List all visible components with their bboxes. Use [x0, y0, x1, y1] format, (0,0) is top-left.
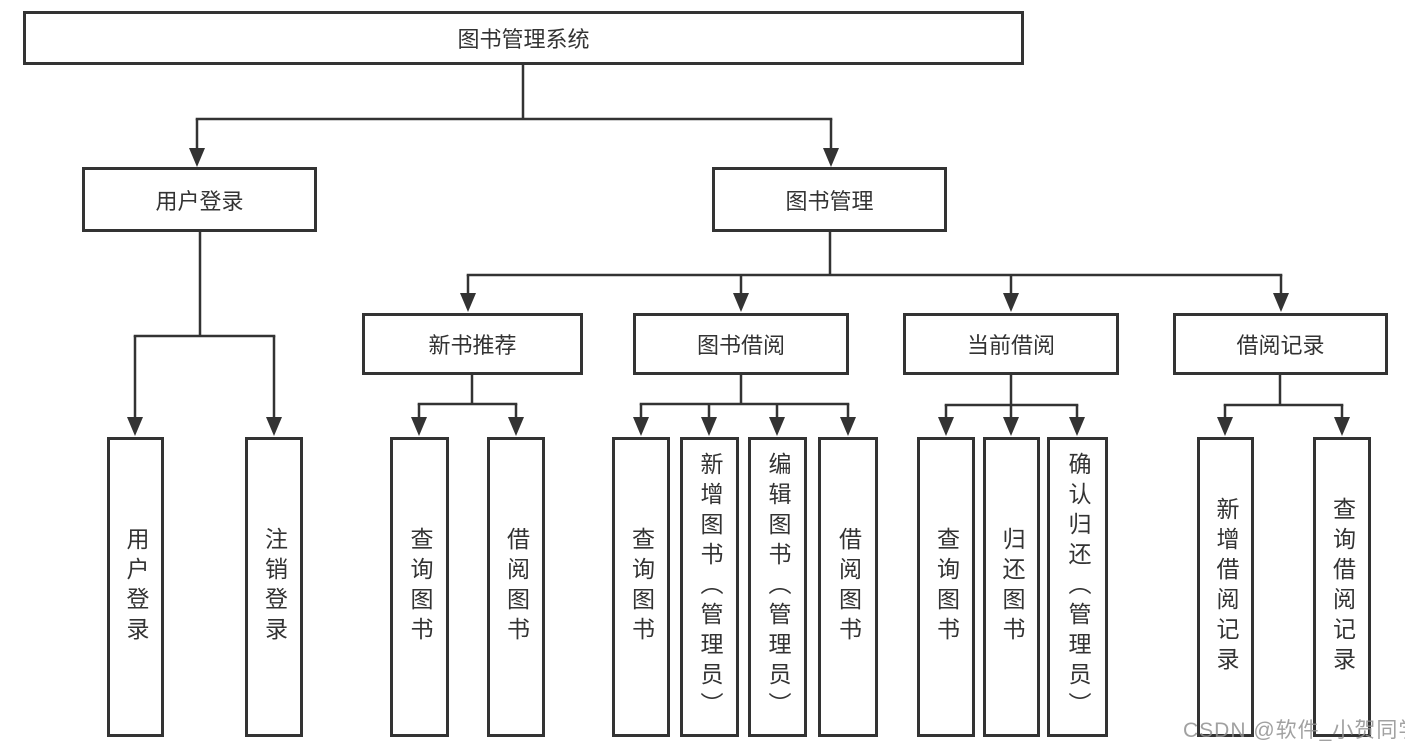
connector-new-books-split — [411, 374, 524, 436]
node-label: 新增借阅记录 — [1213, 497, 1239, 677]
leaf-add-books-admin: 新增图书（管理员） — [680, 437, 739, 737]
node-label: 新增图书（管理员） — [697, 452, 723, 722]
leaf-query-books-under-new-books: 查询图书 — [390, 437, 449, 737]
node-label: 图书管理 — [785, 188, 874, 214]
connector-current-borrow-split — [938, 374, 1085, 436]
connector-user-login-split — [127, 231, 282, 436]
leaf-query-books-under-book-borrowing: 查询图书 — [612, 437, 670, 737]
node-label: 当前借阅 — [966, 333, 1055, 358]
node-label: 图书借阅 — [696, 333, 785, 358]
connector-book-borrow-split — [633, 374, 856, 436]
node-book-borrowing: 图书借阅 — [633, 313, 849, 375]
node-label: 借阅记录 — [1236, 333, 1325, 358]
node-label: 借阅图书 — [503, 527, 530, 647]
connector-root-split — [189, 64, 839, 167]
node-label: 用户登录 — [155, 188, 244, 214]
node-label: 新书推荐 — [428, 333, 517, 358]
node-label: 查询图书 — [407, 527, 433, 647]
leaf-borrow-books-under-book-borrowing: 借阅图书 — [818, 437, 878, 737]
node-label: 查询借阅记录 — [1329, 497, 1356, 677]
node-label: 注销登录 — [261, 527, 288, 647]
leaf-return-books: 归还图书 — [983, 437, 1040, 737]
node-user-login: 用户登录 — [82, 167, 317, 232]
leaf-add-borrow-record: 新增借阅记录 — [1197, 437, 1254, 737]
leaf-confirm-return-admin: 确认归还（管理员） — [1047, 437, 1108, 737]
leaf-user-login: 用户登录 — [107, 437, 164, 737]
leaf-logout: 注销登录 — [245, 437, 303, 737]
node-new-book-recommend: 新书推荐 — [362, 313, 583, 375]
node-label: 归还图书 — [999, 527, 1025, 647]
leaf-query-books-under-current-borrowing: 查询图书 — [917, 437, 975, 737]
leaf-borrow-books-under-new-books: 借阅图书 — [487, 437, 545, 737]
leaf-query-borrow-record: 查询借阅记录 — [1313, 437, 1371, 737]
connector-book-mgmt-split — [460, 231, 1289, 312]
leaf-edit-books-admin: 编辑图书（管理员） — [748, 437, 807, 737]
node-label: 图书管理系统 — [457, 27, 590, 52]
node-borrowing-records: 借阅记录 — [1173, 313, 1388, 375]
node-root-system: 图书管理系统 — [23, 11, 1024, 65]
connector-borrow-records-split — [1217, 374, 1350, 436]
node-label: 编辑图书（管理员） — [765, 452, 791, 722]
node-label: 确认归还（管理员） — [1065, 452, 1091, 722]
node-label: 借阅图书 — [835, 527, 862, 647]
node-label: 查询图书 — [628, 527, 655, 647]
node-book-management: 图书管理 — [712, 167, 947, 232]
node-current-borrowing: 当前借阅 — [903, 313, 1119, 375]
csdn-watermark: CSDN @软件_小贺同学 — [1183, 719, 1405, 742]
node-label: 用户登录 — [123, 527, 149, 647]
node-label: 查询图书 — [933, 527, 960, 647]
